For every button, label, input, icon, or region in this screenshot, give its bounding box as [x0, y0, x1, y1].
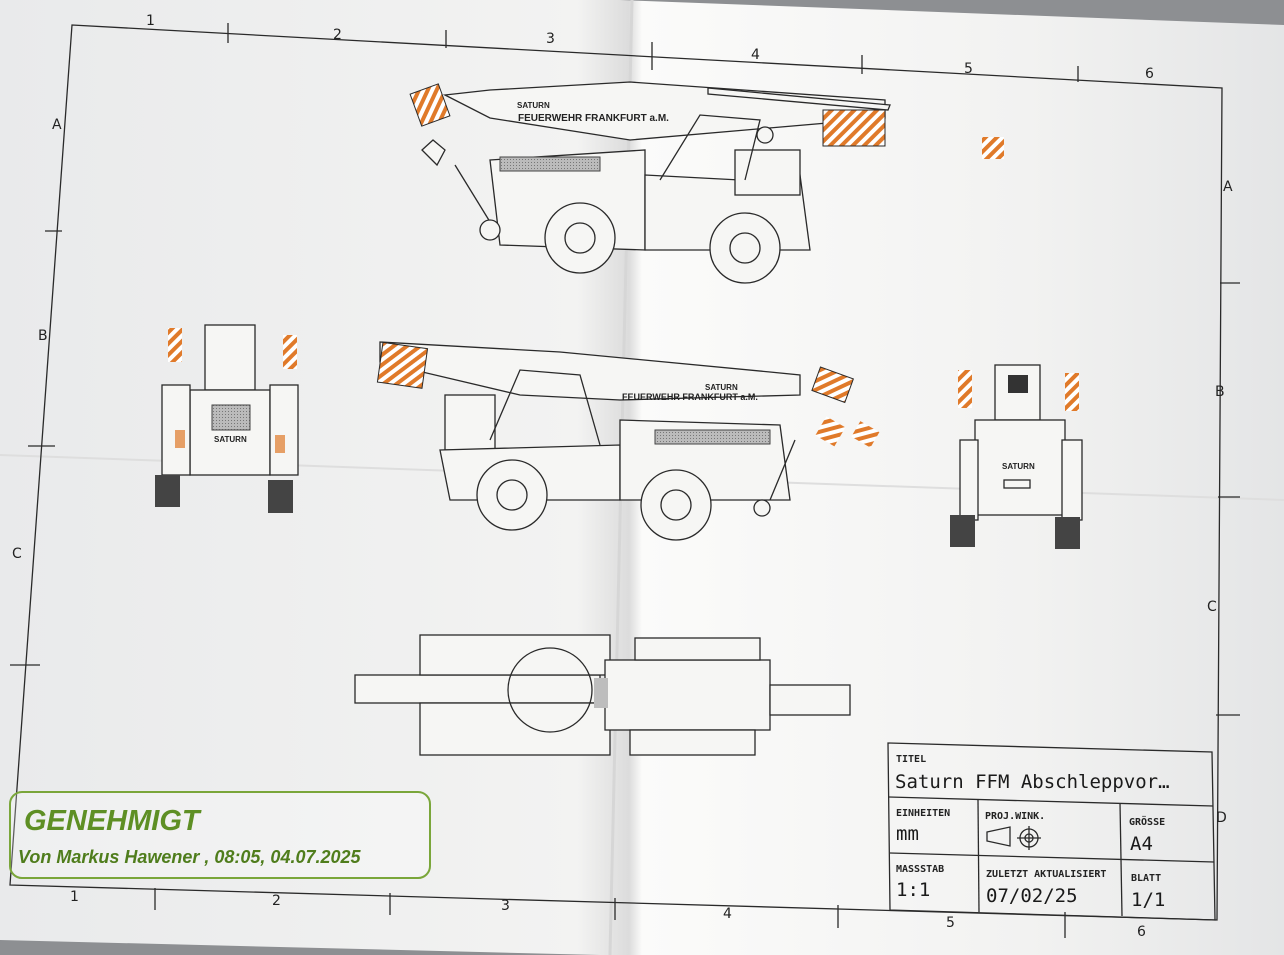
svg-text:D: D — [1216, 810, 1227, 826]
zone-labels-left: A B C — [12, 117, 62, 562]
zone-ticks — [10, 23, 1240, 938]
zone-labels-bottom: 1 2 3 4 5 6 — [70, 889, 1146, 940]
orange-marker — [982, 137, 1004, 159]
svg-text:SATURN: SATURN — [1002, 462, 1035, 471]
svg-text:PROJ.WINK.: PROJ.WINK. — [985, 811, 1045, 822]
projection-angle-icon — [986, 826, 1041, 850]
top-view — [354, 634, 851, 756]
svg-text:FEUERWEHR FRANKFURT a.M.: FEUERWEHR FRANKFURT a.M. — [622, 392, 758, 402]
svg-text:mm: mm — [896, 823, 919, 845]
svg-text:1: 1 — [70, 889, 79, 905]
svg-text:A4: A4 — [1130, 833, 1153, 855]
svg-text:FEUERWEHR FRANKFURT a.M.: FEUERWEHR FRANKFURT a.M. — [518, 113, 669, 124]
svg-text:3: 3 — [501, 898, 510, 914]
front-view: SATURN — [155, 324, 299, 513]
svg-text:6: 6 — [1145, 66, 1154, 82]
svg-text:B: B — [1215, 384, 1225, 400]
svg-text:GRÖSSE: GRÖSSE — [1129, 814, 1165, 828]
svg-text:A: A — [52, 117, 62, 133]
svg-text:ZULETZT AKTUALISIERT: ZULETZT AKTUALISIERT — [986, 869, 1106, 880]
svg-text:MASSSTAB: MASSSTAB — [896, 864, 944, 875]
stamp-status: GENEHMIGT — [24, 805, 202, 837]
svg-text:3: 3 — [546, 31, 555, 47]
svg-text:SATURN: SATURN — [517, 101, 550, 110]
svg-text:SATURN: SATURN — [214, 435, 247, 444]
svg-text:C: C — [1207, 599, 1217, 615]
svg-text:5: 5 — [964, 61, 973, 77]
svg-text:A: A — [1223, 179, 1233, 195]
rear-view: SATURN — [950, 364, 1083, 549]
drawing-frame — [9, 24, 1223, 921]
zone-labels-top: 1 2 3 4 5 6 — [146, 13, 1154, 82]
side-view-top: SATURN FEUERWEHR FRANKFURT a.M. — [409, 81, 891, 284]
svg-text:2: 2 — [272, 893, 281, 909]
zone-labels-right: A B C D — [1207, 179, 1233, 826]
stamp-by-line: Von Markus Hawener , 08:05, 04.07.2025 — [18, 847, 362, 867]
svg-text:1: 1 — [146, 13, 155, 29]
svg-text:EINHEITEN: EINHEITEN — [896, 808, 950, 819]
title-block: TITEL Saturn FFM Abschleppvor… EINHEITEN… — [887, 742, 1216, 921]
side-view-middle: SATURN FEUERWEHR FRANKFURT a.M. — [376, 341, 880, 541]
svg-text:2: 2 — [333, 27, 342, 43]
svg-text:1/1: 1/1 — [1131, 889, 1165, 911]
svg-text:C: C — [12, 546, 22, 562]
svg-text:BLATT: BLATT — [1131, 873, 1161, 884]
svg-text:5: 5 — [946, 915, 955, 931]
svg-text:4: 4 — [751, 47, 760, 63]
svg-text:6: 6 — [1137, 924, 1146, 940]
approval-stamp: GENEHMIGT Von Markus Hawener , 08:05, 04… — [9, 791, 431, 879]
svg-text:B: B — [38, 328, 48, 344]
svg-text:4: 4 — [723, 906, 732, 922]
svg-text:1:1: 1:1 — [896, 879, 930, 901]
titel-value: Saturn FFM Abschleppvor… — [895, 771, 1170, 793]
titel-label: TITEL — [896, 754, 926, 765]
svg-text:07/02/25: 07/02/25 — [986, 885, 1078, 907]
svg-text:SATURN: SATURN — [705, 383, 738, 392]
